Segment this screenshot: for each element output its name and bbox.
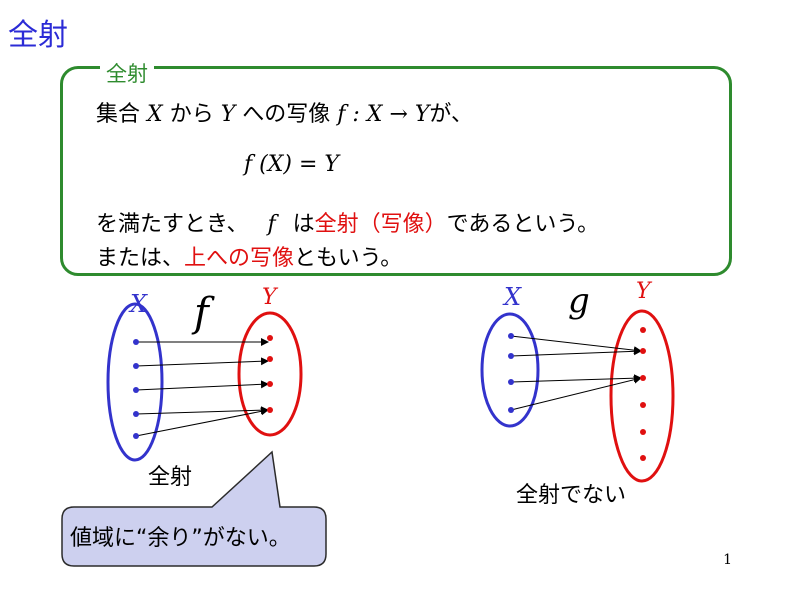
left-codomain-point (267, 381, 273, 387)
left-arrow (135, 407, 269, 437)
surjection-equation: f (X) = Y (244, 152, 339, 177)
function-f: f (267, 212, 276, 237)
definition-line-4: または、上への写像ともいう。 (96, 240, 402, 272)
right-codomain-point (640, 348, 646, 354)
set-y: Y (220, 102, 236, 127)
line1-prefix: 集合 (96, 102, 141, 127)
left-codomain-ellipse (237, 311, 303, 437)
right-caption: 全射でない (516, 483, 626, 508)
right-domain-point (508, 379, 514, 385)
left-domain-point (133, 387, 139, 393)
set-x: X (147, 102, 163, 127)
line3-suffix: であるという。 (446, 212, 600, 237)
left-domain-point (133, 411, 139, 417)
right-diagram: X Y g 全射でない (480, 279, 675, 508)
left-domain-label: X (128, 290, 148, 318)
map-notation: f : X → Y (337, 102, 430, 127)
right-domain-label: X (502, 283, 522, 311)
line3-prefix: を満たすとき、 (96, 212, 249, 237)
right-codomain-point (640, 455, 646, 461)
right-codomain-point (640, 429, 646, 435)
slide-title: 全射 (8, 18, 68, 53)
right-codomain-point (640, 402, 646, 408)
left-codomain-point (267, 407, 273, 413)
page-number: 1 (723, 552, 732, 568)
left-domain-point (133, 363, 139, 369)
right-function-label: g (568, 281, 590, 321)
left-domain-ellipse (106, 302, 164, 462)
line4-prefix: または、 (96, 246, 185, 271)
right-codomain-ellipse (609, 309, 675, 483)
right-domain-ellipse (480, 312, 540, 428)
right-codomain-point (640, 375, 646, 381)
right-arrow (510, 335, 642, 355)
left-arrow (135, 406, 269, 415)
left-codomain-point (267, 356, 273, 362)
term-surjection: 全射（写像） (314, 212, 447, 237)
line1-suffix: が、 (429, 102, 473, 127)
left-function-label: f (191, 290, 215, 336)
definition-box-label: 全射 (100, 58, 154, 88)
left-domain-point (133, 433, 139, 439)
line1-from: から (169, 102, 214, 127)
right-codomain-point (640, 327, 646, 333)
callout-bubble (61, 450, 327, 567)
right-codomain-label: Y (636, 279, 653, 304)
left-caption: 全射 (148, 465, 192, 490)
left-arrow (135, 380, 269, 391)
right-arrow (510, 375, 642, 411)
line4-suffix: ともいう。 (294, 246, 403, 271)
right-domain-point (508, 407, 514, 413)
right-domain-point (508, 353, 514, 359)
left-codomain-point (267, 335, 273, 341)
definition-line-1: 集合 X から Y への写像 f : X → Yが、 (96, 96, 473, 128)
callout-text: 値域に“余り”がない。 (70, 526, 291, 551)
left-arrow (135, 357, 269, 367)
right-arrow (510, 374, 642, 383)
left-domain-point (133, 339, 139, 345)
definition-line-3: を満たすとき、 f は全射（写像）であるという。 (96, 206, 599, 238)
definition-box (60, 66, 732, 276)
line3-mid: は (292, 212, 315, 237)
right-domain-point (508, 333, 514, 339)
left-codomain-label: Y (262, 285, 279, 310)
right-arrow (510, 347, 642, 357)
line1-mapto: への写像 (242, 102, 331, 127)
term-onto-map: 上への写像 (184, 246, 295, 271)
